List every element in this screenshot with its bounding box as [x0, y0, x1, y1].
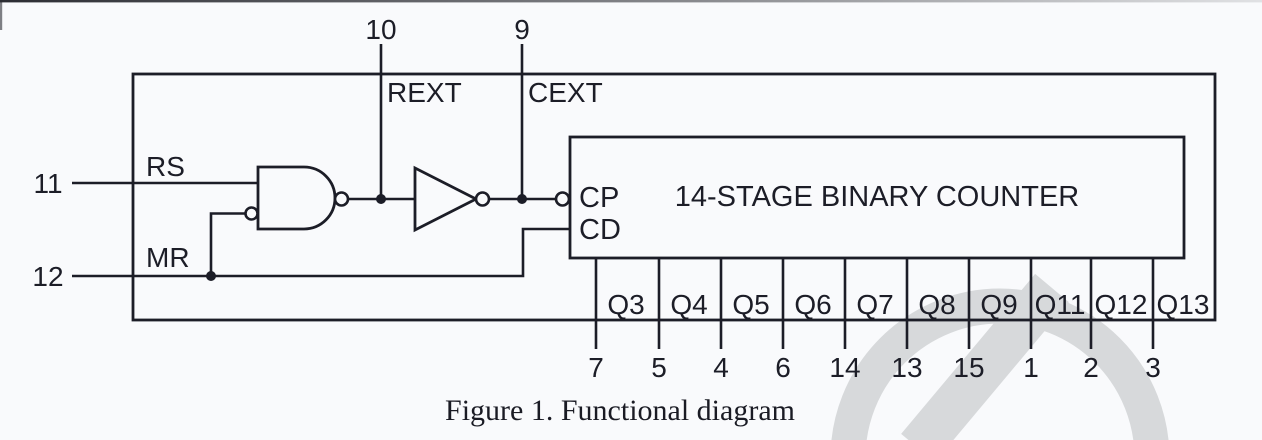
pin-number-7: 7	[588, 352, 604, 383]
output-label-q5: Q5	[732, 289, 769, 320]
watermark-slash	[901, 273, 1069, 440]
output-pin-numbers: 7 5 4 6 14 13 15 1 2 3	[588, 352, 1161, 383]
output-label-q4: Q4	[670, 289, 707, 320]
pin-number-9: 9	[514, 14, 530, 45]
output-label-q12: Q12	[1095, 289, 1148, 320]
output-label-q9: Q9	[980, 289, 1017, 320]
output-label-q11: Q11	[1035, 289, 1086, 320]
output-label-q7: Q7	[856, 289, 893, 320]
nand-feedback-wire	[209, 212, 245, 276]
pin-number-11: 11	[33, 168, 62, 199]
nand-input-bubble-icon	[244, 206, 259, 221]
pin-number-13: 13	[891, 352, 922, 383]
watermark-logo	[831, 273, 1169, 440]
mr-junction-dot	[206, 271, 216, 281]
rs-label: RS	[146, 151, 185, 182]
cd-input-label: CD	[579, 214, 621, 246]
pin-number-3: 3	[1145, 352, 1161, 383]
nand-output-bubble-icon	[333, 191, 350, 207]
screenshot-top-edge	[0, 0, 1262, 3]
cp-input-bubble-icon	[554, 191, 571, 207]
ic-outline	[131, 72, 1217, 322]
output-labels: Q3 Q4 Q5 Q6 Q7 Q8 Q9 Q11 Q12 Q13	[607, 289, 1209, 320]
inverter-output-bubble-icon	[474, 191, 491, 207]
pin-number-10: 10	[365, 14, 396, 45]
mr-wire	[72, 227, 570, 278]
figure-caption: Figure 1. Functional diagram	[445, 394, 795, 427]
cext-label: CEXT	[528, 77, 603, 108]
pin-number-12: 12	[32, 261, 63, 292]
nand-gate	[244, 165, 350, 231]
counter-title: 14-STAGE BINARY COUNTER	[675, 181, 1080, 213]
inverter-gate	[413, 165, 491, 233]
output-label-q8: Q8	[918, 289, 955, 320]
output-pin-lines	[594, 258, 1155, 349]
output-label-q6: Q6	[794, 289, 831, 320]
output-label-q13: Q13	[1157, 289, 1210, 320]
inverter-body	[413, 165, 480, 233]
mr-label: MR	[146, 242, 190, 273]
output-label-q3: Q3	[607, 289, 644, 320]
pin-number-6: 6	[775, 352, 791, 383]
screenshot-left-edge	[0, 0, 3, 30]
rext-label: REXT	[387, 77, 462, 108]
cext-junction-dot	[517, 194, 527, 204]
rext-junction-dot	[376, 194, 386, 204]
cp-input-label: CP	[579, 182, 619, 214]
pin-number-14: 14	[829, 352, 860, 383]
watermark-ring	[831, 288, 1169, 440]
pin-number-2: 2	[1083, 352, 1099, 383]
nand-gate-body	[256, 165, 337, 231]
pin-number-1: 1	[1023, 352, 1039, 383]
pin-number-5: 5	[651, 352, 667, 383]
pin-number-4: 4	[713, 352, 729, 383]
pin-number-15: 15	[953, 352, 984, 383]
